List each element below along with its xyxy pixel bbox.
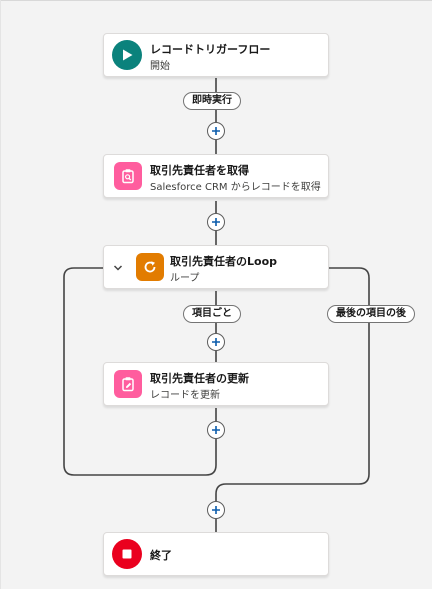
loop-icon [144, 261, 156, 273]
connector-loop-back [63, 267, 217, 476]
add-element-button[interactable] [207, 333, 225, 351]
get-records-subtitle: Salesforce CRM からレコードを取得 [150, 182, 321, 193]
immediate-run-label[interactable]: 即時実行 [183, 92, 241, 110]
for-each-item-label[interactable]: 項目ごと [183, 305, 241, 323]
end-icon-badge [112, 539, 142, 569]
loop-node[interactable]: 取引先責任者のLoop ループ [103, 245, 329, 289]
get-records-title: 取引先責任者を取得 [150, 164, 249, 177]
play-icon [123, 49, 133, 61]
add-element-button[interactable] [207, 501, 225, 519]
loop-title: 取引先責任者のLoop [170, 255, 277, 268]
add-element-button[interactable] [207, 122, 225, 140]
add-element-icon [212, 127, 220, 135]
start-icon-badge [112, 40, 142, 70]
loop-subtitle: ループ [170, 273, 200, 284]
end-node-title: 終了 [150, 549, 172, 562]
update-records-subtitle: レコードを更新 [150, 390, 220, 401]
stop-icon [122, 549, 132, 559]
chevron-down-icon[interactable] [112, 262, 124, 274]
get-records-icon [122, 169, 134, 184]
add-element-icon [212, 218, 220, 226]
loop-icon-badge [136, 253, 164, 281]
add-element-icon [212, 426, 220, 434]
canvas-left-border [0, 0, 1, 589]
canvas-top-border [0, 0, 432, 1]
update-records-icon-badge [114, 370, 142, 398]
get-records-node[interactable]: 取引先責任者を取得 Salesforce CRM からレコードを取得 [103, 154, 329, 198]
add-element-icon [212, 338, 220, 346]
update-records-node[interactable]: 取引先責任者の更新 レコードを更新 [103, 362, 329, 406]
start-node-subtitle: 開始 [150, 61, 170, 72]
update-records-icon [122, 377, 134, 392]
end-node[interactable]: 終了 [103, 532, 329, 576]
get-records-icon-badge [114, 162, 142, 190]
after-last-item-label[interactable]: 最後の項目の後 [327, 305, 415, 323]
start-node-title: レコードトリガーフロー [150, 43, 271, 56]
start-node[interactable]: レコードトリガーフロー 開始 [103, 33, 329, 77]
add-element-button[interactable] [207, 421, 225, 439]
connector-after-last [215, 267, 370, 532]
add-element-icon [212, 506, 220, 514]
update-records-title: 取引先責任者の更新 [150, 372, 249, 385]
add-element-button[interactable] [207, 213, 225, 231]
